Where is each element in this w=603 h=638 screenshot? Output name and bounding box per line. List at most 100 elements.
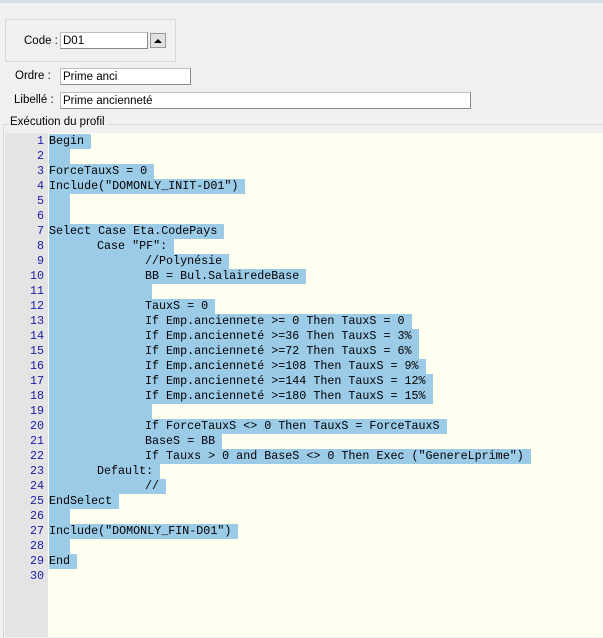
line-number: 21: [29, 434, 44, 448]
code-line[interactable]: 17 If Emp.ancienneté >=144 Then TauxS = …: [5, 374, 531, 389]
code-line[interactable]: 5: [5, 194, 531, 209]
line-number: 19: [29, 404, 44, 418]
execution-group-title: Exécution du profil: [8, 116, 107, 128]
code-line[interactable]: 27 Include("DOMONLY_FIN-D01"): [5, 524, 531, 539]
code-lookup-button[interactable]: [150, 33, 166, 48]
code-line-text[interactable]: [49, 404, 152, 419]
line-number: 15: [29, 344, 44, 358]
code-line[interactable]: 29 End: [5, 554, 531, 569]
code-line-text[interactable]: If Emp.ancienneté >=36 Then TauxS = 3%: [49, 329, 419, 344]
code-line-text[interactable]: Include("DOMONLY_FIN-D01"): [49, 524, 239, 539]
code-line[interactable]: 18 If Emp.ancienneté >=180 Then TauxS = …: [5, 389, 531, 404]
code-line-text[interactable]: Select Case Eta.CodePays: [49, 224, 225, 239]
code-line-text[interactable]: TauxS = 0: [49, 299, 216, 314]
code-line-text[interactable]: If ForceTauxS <> 0 Then TauxS = ForceTau…: [49, 419, 447, 434]
code-line-text[interactable]: If Tauxs > 0 and BaseS <> 0 Then Exec ("…: [49, 449, 531, 464]
code-line-text[interactable]: [49, 149, 70, 164]
code-line[interactable]: 19: [5, 404, 531, 419]
code-line-text[interactable]: [49, 509, 70, 524]
code-line[interactable]: 13 If Emp.anciennete >= 0 Then TauxS = 0: [5, 314, 531, 329]
execution-groupbox: [3, 124, 603, 638]
code-line-text[interactable]: BaseS = BB: [49, 434, 223, 449]
code-line[interactable]: 25 EndSelect: [5, 494, 531, 509]
code-line-text[interactable]: If Emp.ancienneté >=72 Then TauxS = 6%: [49, 344, 419, 359]
code-line[interactable]: 2: [5, 149, 531, 164]
line-number: 28: [29, 539, 44, 553]
line-number: 24: [29, 479, 44, 493]
code-line[interactable]: 8 Case "PF":: [5, 239, 531, 254]
code-line[interactable]: 23 Default:: [5, 464, 531, 479]
code-line[interactable]: 1 Begin: [5, 134, 531, 149]
code-line-text[interactable]: [49, 209, 70, 224]
code-line-text[interactable]: BB = Bul.SalairedeBase: [49, 269, 307, 284]
code-line-text[interactable]: //Polynésie: [49, 254, 230, 269]
code-line-text[interactable]: [49, 194, 70, 209]
code-field[interactable]: D01: [60, 32, 148, 49]
code-line-text[interactable]: ForceTauxS = 0: [49, 164, 155, 179]
code-line[interactable]: 16 If Emp.ancienneté >=108 Then TauxS = …: [5, 359, 531, 374]
libelle-label: Libellé :: [14, 94, 54, 106]
line-number: 7: [36, 224, 44, 238]
code-line-text[interactable]: If Emp.ancienneté >=108 Then TauxS = 9%: [49, 359, 426, 374]
line-number: 29: [29, 554, 44, 568]
code-line-text[interactable]: [49, 569, 70, 584]
code-line[interactable]: 30: [5, 569, 531, 584]
line-number: 23: [29, 464, 44, 478]
code-line[interactable]: 20 If ForceTauxS <> 0 Then TauxS = Force…: [5, 419, 531, 434]
code-line[interactable]: 6: [5, 209, 531, 224]
code-line[interactable]: 10 BB = Bul.SalairedeBase: [5, 269, 531, 284]
line-number: 25: [29, 494, 44, 508]
code-line-text[interactable]: EndSelect: [49, 494, 120, 509]
line-number: 18: [29, 389, 44, 403]
ordre-label: Ordre :: [15, 70, 51, 82]
code-line-text[interactable]: If Emp.ancienneté >=144 Then TauxS = 12%: [49, 374, 433, 389]
code-groupbox: [5, 19, 176, 62]
code-line-text[interactable]: [49, 539, 70, 554]
line-number: 6: [36, 209, 44, 223]
code-line-text[interactable]: [49, 284, 152, 299]
code-label: Code :: [24, 35, 58, 47]
code-line[interactable]: 12 TauxS = 0: [5, 299, 531, 314]
code-line[interactable]: 7 Select Case Eta.CodePays: [5, 224, 531, 239]
line-number: 27: [29, 524, 44, 538]
line-number: 26: [29, 509, 44, 523]
code-line[interactable]: 26: [5, 509, 531, 524]
code-line-text[interactable]: End: [49, 554, 78, 569]
code-line-text[interactable]: If Emp.ancienneté >=180 Then TauxS = 15%: [49, 389, 433, 404]
code-line[interactable]: 22 If Tauxs > 0 and BaseS <> 0 Then Exec…: [5, 449, 531, 464]
line-number: 17: [29, 374, 44, 388]
code-line-text[interactable]: Include("DOMONLY_INIT-D01"): [49, 179, 246, 194]
line-number: 10: [29, 269, 44, 283]
code-line[interactable]: 21 BaseS = BB: [5, 434, 531, 449]
code-line-text[interactable]: Default:: [49, 464, 161, 479]
line-number: 22: [29, 449, 44, 463]
libelle-field[interactable]: Prime ancienneté: [60, 92, 471, 109]
line-number: 13: [29, 314, 44, 328]
line-number: 16: [29, 359, 44, 373]
line-number: 12: [29, 299, 44, 313]
code-line[interactable]: 9 //Polynésie: [5, 254, 531, 269]
arrow-up-icon: [154, 38, 162, 43]
ordre-field[interactable]: Prime anci: [60, 68, 191, 85]
code-line[interactable]: 4 Include("DOMONLY_INIT-D01"): [5, 179, 531, 194]
line-number: 1: [36, 134, 44, 148]
code-line-text[interactable]: Begin: [49, 134, 92, 149]
window-top-bar: [0, 0, 603, 3]
line-number: 2: [36, 149, 44, 163]
code-line-text[interactable]: //: [49, 479, 167, 494]
code-line[interactable]: 15 If Emp.ancienneté >=72 Then TauxS = 6…: [5, 344, 531, 359]
line-number: 9: [36, 254, 44, 268]
line-number-gutter: [5, 133, 48, 637]
line-number: 4: [36, 179, 44, 193]
line-number: 11: [29, 284, 44, 298]
line-number: 20: [29, 419, 44, 433]
code-line[interactable]: 14 If Emp.ancienneté >=36 Then TauxS = 3…: [5, 329, 531, 344]
code-line-text[interactable]: If Emp.anciennete >= 0 Then TauxS = 0: [49, 314, 412, 329]
code-line[interactable]: 24 //: [5, 479, 531, 494]
code-line-text[interactable]: Case "PF":: [49, 239, 175, 254]
code-line[interactable]: 28: [5, 539, 531, 554]
code-line[interactable]: 11: [5, 284, 531, 299]
